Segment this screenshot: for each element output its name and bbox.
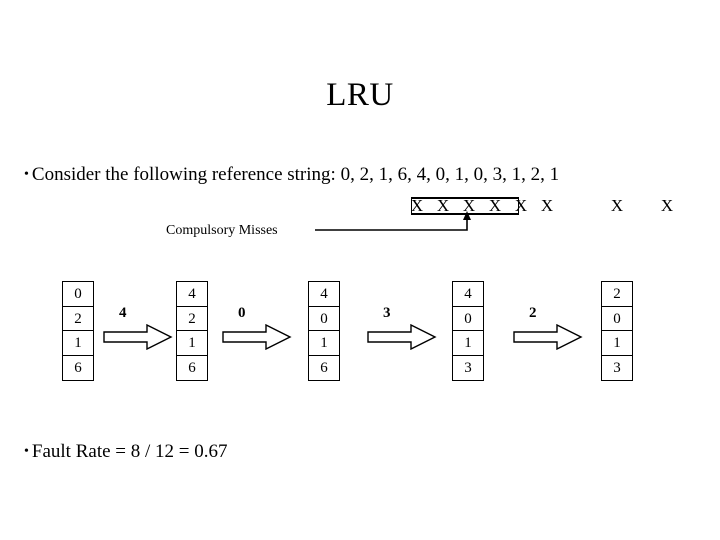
miss-marker-6: X — [540, 196, 554, 215]
frame-cell: 3 — [464, 359, 472, 376]
frame-column-3: 4 0 1 3 — [452, 281, 484, 381]
page-title: LRU — [326, 77, 394, 113]
block-arrow-icon — [103, 324, 173, 350]
frame-column-2: 4 0 1 6 — [308, 281, 340, 381]
frame-cell: 3 — [613, 359, 621, 376]
frame-cell: 0 — [453, 307, 483, 331]
frame-cell: 1 — [309, 331, 339, 356]
transition-label: 0 — [238, 305, 246, 321]
frame-cell: 0 — [63, 282, 93, 307]
transition-arrow-1: 0 — [222, 305, 296, 351]
frame-cell: 1 — [63, 331, 93, 356]
transition-label: 3 — [383, 305, 391, 321]
frame-cell: 4 — [453, 282, 483, 307]
transition-label: 4 — [119, 305, 127, 321]
frame-cell: 4 — [309, 282, 339, 307]
frame-column-0: 0 2 1 6 — [62, 281, 94, 381]
miss-marker-row: X X X X X X X X — [0, 196, 720, 218]
bullet-marker-icon: • — [24, 167, 29, 182]
frame-cell: 6 — [74, 359, 82, 376]
block-arrow-icon — [367, 324, 437, 350]
compulsory-misses-bracket — [411, 197, 519, 215]
frame-cell: 6 — [188, 359, 196, 376]
bullet-fault-rate: •Fault Rate = 8 / 12 = 0.67 — [24, 440, 228, 464]
miss-marker-3: X — [462, 196, 476, 215]
miss-marker-4: X — [488, 196, 502, 215]
frame-cell: 2 — [177, 307, 207, 331]
frame-cell: 2 — [602, 282, 632, 307]
miss-marker-8: X — [660, 196, 674, 215]
frame-cell: 0 — [602, 307, 632, 331]
bullet-fault-rate-text: Fault Rate = 8 / 12 = 0.67 — [31, 441, 228, 462]
bullet-marker-icon: • — [24, 444, 29, 459]
transition-arrow-3: 2 — [513, 305, 587, 351]
frame-cell: 2 — [63, 307, 93, 331]
transition-arrow-2: 3 — [367, 305, 441, 351]
frame-cell: 4 — [177, 282, 207, 307]
compulsory-misses-label: Compulsory Misses — [166, 223, 278, 238]
miss-marker-2: X — [436, 196, 450, 215]
frame-column-4: 2 0 1 3 — [601, 281, 633, 381]
transition-arrow-0: 4 — [103, 305, 177, 351]
frame-cell: 1 — [177, 331, 207, 356]
block-arrow-icon — [513, 324, 583, 350]
frame-cell: 1 — [602, 331, 632, 356]
frame-column-1: 4 2 1 6 — [176, 281, 208, 381]
miss-marker-5: X — [514, 196, 528, 215]
frame-cell: 6 — [320, 359, 328, 376]
compulsory-misses-leader-arrow — [315, 211, 471, 231]
miss-marker-1: X — [410, 196, 424, 215]
miss-marker-7: X — [610, 196, 624, 215]
frame-cell: 0 — [309, 307, 339, 331]
bullet-reference-text: Consider the following reference string:… — [31, 164, 560, 185]
bullet-reference-string: •Consider the following reference string… — [24, 163, 559, 187]
block-arrow-icon — [222, 324, 292, 350]
frame-cell: 1 — [453, 331, 483, 356]
transition-label: 2 — [529, 305, 537, 321]
